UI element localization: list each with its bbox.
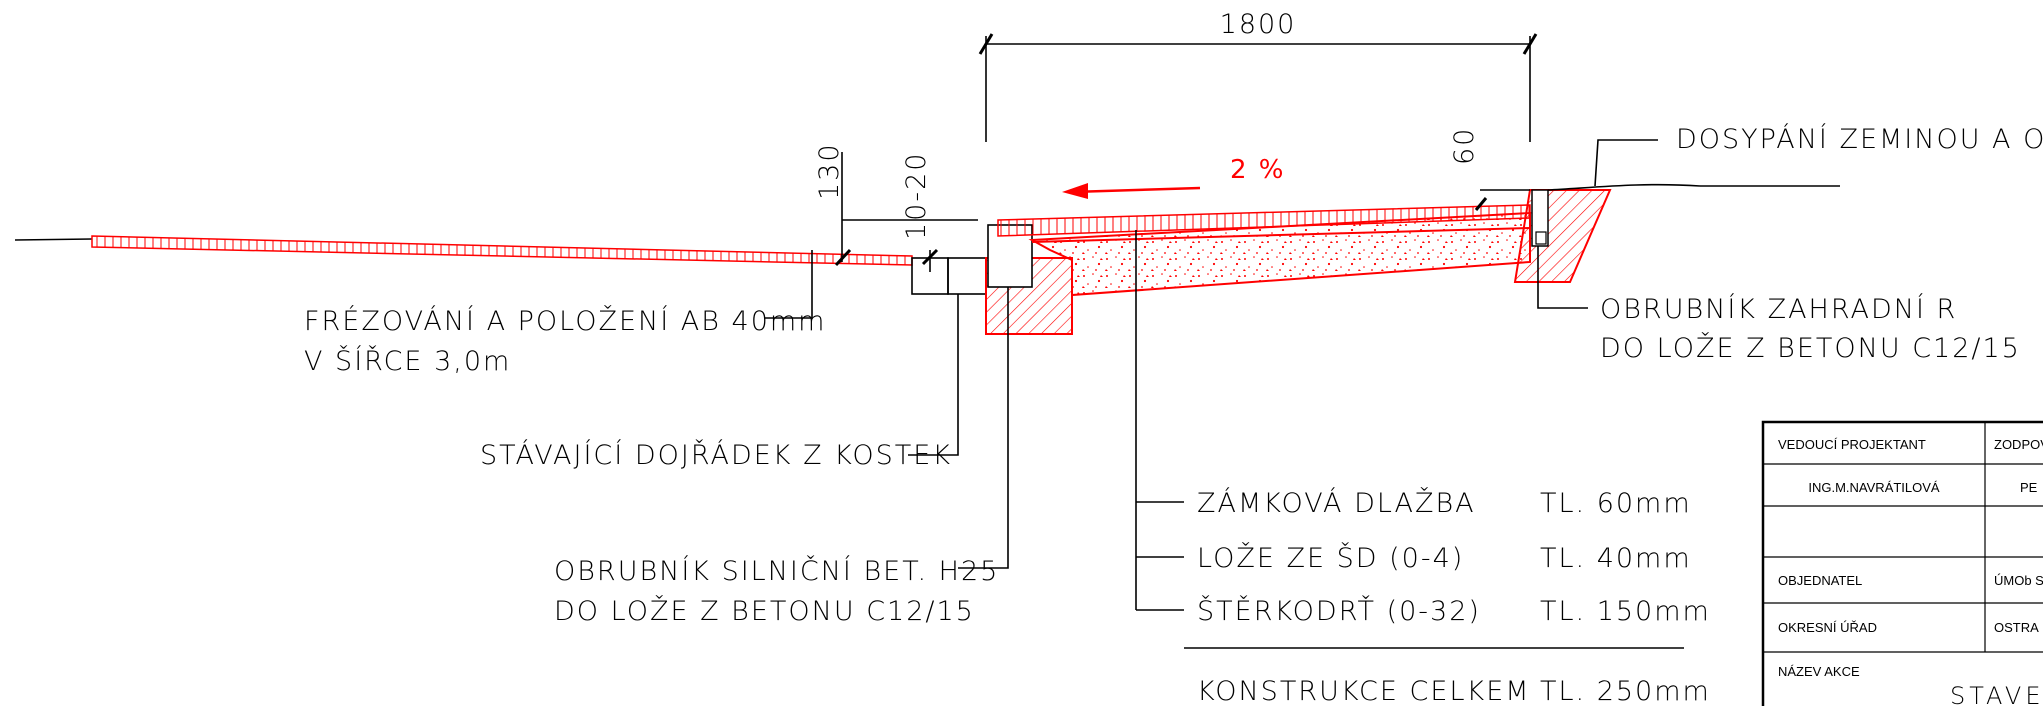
total-thickness: TL. 250mm	[1540, 676, 1711, 706]
tb-nazev-label: NÁZEV AKCE	[1778, 664, 1860, 679]
title-block	[1761, 420, 2043, 706]
label-dojradek: STÁVAJÍCÍ DOJŘÁDEK Z KOSTEK	[480, 439, 952, 471]
slope-arrow	[1062, 183, 1201, 199]
tb-zodpovedny-label: ZODPOV	[1994, 437, 2043, 452]
dimension-gap-label: 10-20	[901, 152, 932, 240]
tb-objednatel-value: ÚMOb S	[1994, 573, 2043, 588]
label-frezovani-1: FRÉZOVÁNÍ A POLOŽENÍ AB 40mm	[304, 305, 827, 337]
leader-obrubnik-zahradni	[1537, 246, 1588, 309]
layer-leader	[1135, 230, 1684, 649]
label-dosypani: DOSYPÁNÍ ZEMINOU A OSETÍ	[1676, 123, 2043, 155]
tb-objednatel-label: OBJEDNATEL	[1778, 573, 1862, 588]
dimension-edge	[834, 152, 978, 272]
layer-3-thickness: TL. 150mm	[1540, 596, 1711, 627]
terrain-line-left	[14, 238, 93, 241]
dimension-1800	[978, 33, 1538, 142]
leader-dojradek	[908, 294, 959, 456]
label-obrubnik-silnicni-2: DO LOŽE Z BETONU C12/15	[554, 595, 975, 627]
asphalt-strip	[91, 235, 913, 266]
dimension-60	[1474, 189, 1530, 211]
tb-okresni-value: OSTRA	[1994, 620, 2039, 635]
total-name: KONSTRUKCE CELKEM	[1197, 676, 1531, 706]
layer-3-name: ŠTĚRKODRŤ (0-32)	[1197, 595, 1481, 627]
layer-1-thickness: TL. 60mm	[1540, 488, 1692, 519]
garden-curb	[1513, 189, 1612, 283]
tb-nazev-value: STAVEB	[1950, 682, 2043, 706]
label-obrubnik-zahradni-2: DO LOŽE Z BETONU C12/15	[1600, 332, 2021, 364]
leader-frezovani	[764, 250, 813, 319]
dimension-1800-label: 1800	[1220, 9, 1297, 40]
slope-label: 2 %	[1230, 155, 1286, 185]
layer-2-thickness: TL. 40mm	[1540, 543, 1692, 574]
leader-dosypani	[1594, 139, 1658, 187]
layer-1-name: ZÁMKOVÁ DLAŽBA	[1197, 487, 1476, 519]
leader-obrubnik-silnicni	[958, 287, 1009, 569]
label-obrubnik-zahradni-1: OBRUBNÍK ZAHRADNÍ R	[1600, 293, 1957, 325]
tb-vedouci-label: VEDOUCÍ PROJEKTANT	[1778, 437, 1926, 452]
label-frezovani-2: V ŠÍŘCE 3,0m	[304, 345, 511, 377]
topsoil-fill	[1547, 183, 1701, 191]
label-obrubnik-silnicni-1: OBRUBNÍK SILNIČNÍ BET. H25	[554, 555, 999, 587]
tb-okresni-label: OKRESNÍ ÚŘAD	[1778, 620, 1877, 635]
dimension-130-label: 130	[814, 142, 845, 200]
paving-structure	[997, 204, 1531, 297]
tb-zodpovedny-value: PE	[2020, 480, 2038, 495]
tb-vedouci-value: ING.M.NAVRÁTILOVÁ	[1808, 480, 1940, 495]
layer-2-name: LOŽE ZE ŠD (0-4)	[1197, 542, 1464, 574]
dimension-60-label: 60	[1449, 127, 1480, 165]
